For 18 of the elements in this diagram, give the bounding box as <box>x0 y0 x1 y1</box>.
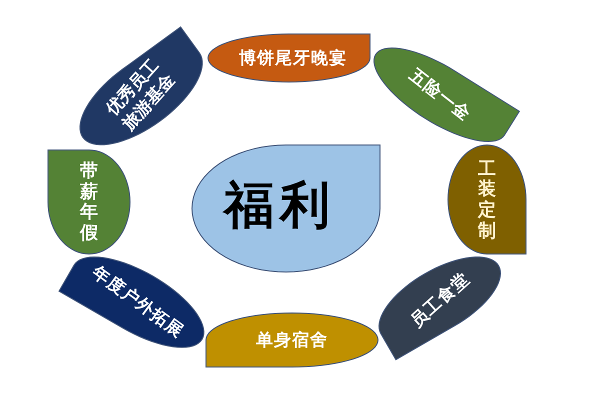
leaf-shape <box>58 256 205 348</box>
benefit-label: 博饼尾牙晚宴 <box>239 47 347 70</box>
leaf-shape <box>47 149 131 255</box>
center-title: 福利 <box>224 180 336 230</box>
leaf-shape <box>447 144 527 255</box>
leaf-shape <box>372 47 520 143</box>
benefit-label: 五险一金 <box>404 64 476 126</box>
benefit-label: 带薪年假 <box>80 160 98 244</box>
benefit-label: 年度户外拓展 <box>88 261 188 344</box>
benefit-label: 工装定制 <box>478 158 496 241</box>
leaf-shape <box>207 33 371 83</box>
benefit-label: 优秀员工旅游基金 <box>102 54 180 136</box>
leaf-shape <box>78 26 204 146</box>
benefit-label: 单身宿舍 <box>256 329 328 352</box>
teardrop-shape <box>191 144 381 272</box>
benefit-label: 员工食堂 <box>406 268 474 333</box>
leaf-shape <box>378 256 502 361</box>
leaf-shape <box>205 312 379 368</box>
